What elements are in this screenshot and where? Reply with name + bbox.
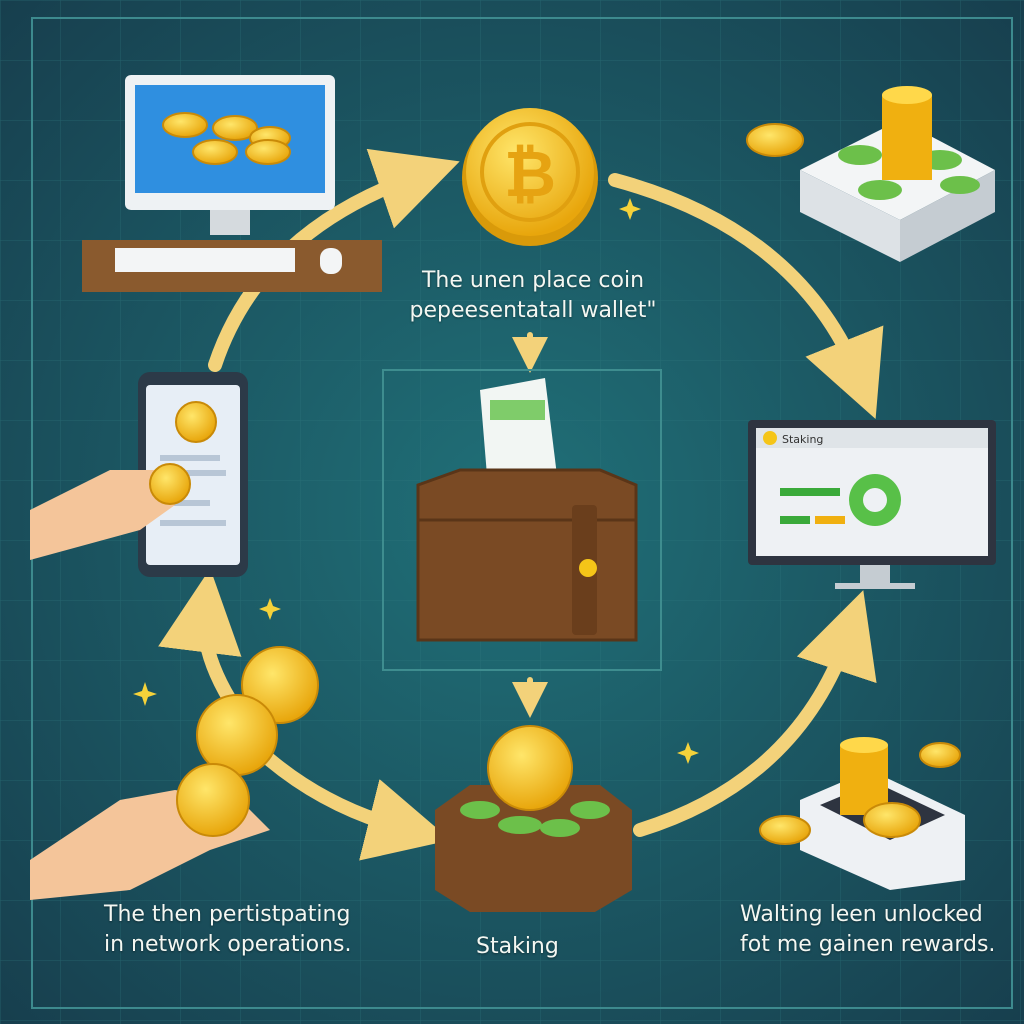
caption-left-line2: in network operations. <box>104 932 352 957</box>
caption-top-line2: pepeesentatall wallet" <box>409 298 657 323</box>
caption-right-line1: Walting leen unlocked <box>740 902 983 927</box>
rewards-device <box>759 737 965 890</box>
caption-top-line1: The unen place coin <box>421 268 645 293</box>
caption-left-line1: The then pertistpating <box>104 902 351 927</box>
svg-text:₿: ₿ <box>504 138 556 212</box>
smartphone <box>30 372 248 577</box>
hand-holding-phone <box>30 470 175 560</box>
arrow-left-up <box>158 568 242 707</box>
wallet-center <box>382 369 662 671</box>
caption-center: Staking <box>476 934 559 959</box>
caption-right-line2: fot me gainen rewards. <box>740 932 996 957</box>
bitcoin-coin-top: ₿ <box>462 108 598 246</box>
arrow-top-right <box>608 173 884 419</box>
desktop-computer <box>82 75 382 292</box>
staking-monitor: Staking <box>748 420 996 589</box>
caption-top: The unen place coin pepeesentatall walle… <box>408 266 658 326</box>
caption-right: Walting leen unlocked fot me gainen rewa… <box>740 900 995 960</box>
sparkle-icons <box>133 198 699 764</box>
caption-left: The then pertistpating in network operat… <box>104 900 351 960</box>
arrow-bottom-right <box>633 590 877 837</box>
monitor-label: Staking <box>782 433 823 446</box>
coins-hand-left <box>30 646 319 900</box>
cash-stack-top-right <box>746 86 995 262</box>
arrow-bottom-left <box>263 753 451 861</box>
staking-box <box>435 725 632 912</box>
